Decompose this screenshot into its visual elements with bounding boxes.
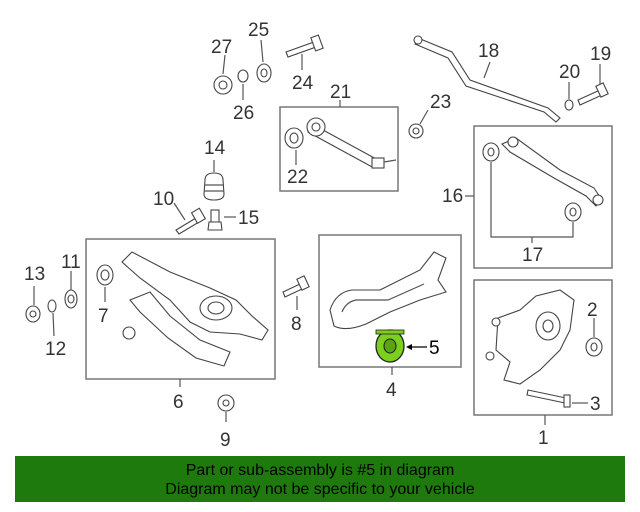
- callout-1[interactable]: 1: [538, 428, 549, 449]
- callout-16[interactable]: 16: [442, 186, 463, 207]
- part-18-stabilizer-link[interactable]: [413, 35, 561, 123]
- callout-2[interactable]: 2: [587, 300, 598, 321]
- part-6-lower-control-arm[interactable]: [121, 251, 269, 367]
- part-27-nut[interactable]: [213, 75, 233, 95]
- callout-7[interactable]: 7: [98, 306, 109, 327]
- callout-6[interactable]: 6: [173, 392, 184, 413]
- leader-10: [173, 202, 186, 221]
- callout-24[interactable]: 24: [292, 73, 314, 94]
- callout-15[interactable]: 15: [238, 208, 259, 229]
- part-24-bolt[interactable]: [285, 34, 324, 58]
- leader-25: [260, 39, 264, 63]
- callout-5[interactable]: 5: [429, 338, 440, 359]
- part-23-nut[interactable]: [408, 123, 424, 139]
- part-11-bushing[interactable]: [64, 289, 78, 309]
- part-3-bolt[interactable]: [526, 389, 571, 408]
- part-14-bump-stop[interactable]: [203, 172, 225, 201]
- callout-14[interactable]: 14: [204, 138, 226, 159]
- callout-11[interactable]: 11: [61, 252, 81, 273]
- leader-18: [483, 61, 491, 79]
- part-22-bushing[interactable]: [284, 127, 304, 149]
- callout-17[interactable]: 17: [522, 245, 543, 266]
- callout-4[interactable]: 4: [386, 380, 397, 401]
- callout-9[interactable]: 9: [220, 430, 231, 451]
- part-16-lower-link[interactable]: [501, 136, 604, 207]
- part-6-fastener[interactable]: [122, 326, 136, 340]
- part-17-bushing-b[interactable]: [564, 202, 582, 222]
- part-12-washer[interactable]: [47, 299, 57, 313]
- callout-20[interactable]: 20: [559, 62, 580, 83]
- part-8-bolt[interactable]: [282, 275, 310, 298]
- callout-3[interactable]: 3: [590, 394, 601, 415]
- part-13-nut[interactable]: [25, 305, 41, 323]
- callout-22[interactable]: 22: [287, 167, 308, 188]
- banner-line-part-number: Part or sub-assembly is #5 in diagram: [185, 462, 455, 479]
- callout-18[interactable]: 18: [478, 41, 499, 62]
- callout-19[interactable]: 19: [590, 44, 611, 65]
- callout-8[interactable]: 8: [291, 314, 302, 335]
- part-9-nut[interactable]: [217, 394, 235, 412]
- callout-12[interactable]: 12: [45, 339, 66, 360]
- callout-25[interactable]: 25: [248, 20, 269, 41]
- exploded-parts-diagram: 25 27 26 24 21 22 23 18: [24, 20, 613, 451]
- part-10-bolt[interactable]: [175, 207, 207, 235]
- part-1-knuckle[interactable]: [485, 289, 575, 385]
- callout-21[interactable]: 21: [330, 82, 351, 103]
- info-banner: Part or sub-assembly is #5 in diagram Di…: [15, 456, 625, 502]
- part-2-bushing[interactable]: [585, 337, 603, 357]
- part-25-washer[interactable]: [256, 63, 272, 83]
- leader-23: [419, 109, 429, 125]
- part-17-bushing-a[interactable]: [482, 142, 500, 162]
- part-20-washer[interactable]: [564, 99, 574, 111]
- leader-27: [222, 54, 226, 75]
- leader-5-arrowhead: [406, 344, 412, 350]
- callout-26[interactable]: 26: [233, 103, 254, 124]
- part-15-nut[interactable]: [207, 209, 223, 231]
- part-21-upper-link[interactable]: [306, 117, 397, 169]
- part-7-bushing[interactable]: [96, 264, 114, 286]
- callout-10[interactable]: 10: [153, 189, 174, 210]
- part-26-washer[interactable]: [237, 69, 249, 83]
- banner-line-disclaimer: Diagram may not be specific to your vehi…: [165, 481, 475, 498]
- leader-12: [52, 312, 55, 337]
- part-5-bushing-highlighted[interactable]: [375, 329, 405, 363]
- callout-13[interactable]: 13: [24, 264, 45, 285]
- part-19-bolt[interactable]: [577, 82, 609, 106]
- callout-23[interactable]: 23: [430, 92, 451, 113]
- part-4-trailing-arm[interactable]: [329, 251, 447, 330]
- callout-27[interactable]: 27: [211, 37, 232, 58]
